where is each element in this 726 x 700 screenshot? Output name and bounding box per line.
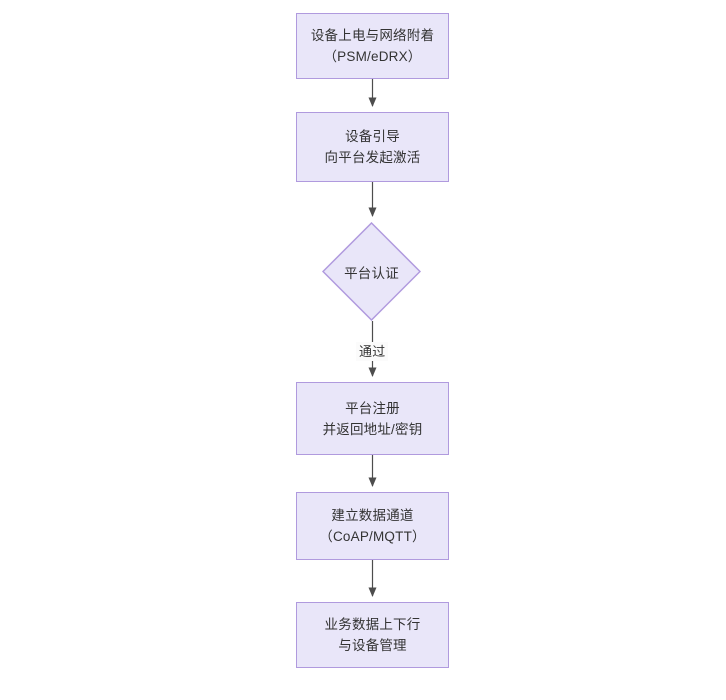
node-device-bootstrap[interactable]: 设备引导 向平台发起激活 [296, 112, 449, 182]
node-business-data-and-device-management[interactable]: 业务数据上下行 与设备管理 [296, 602, 449, 668]
node-platform-auth-decision[interactable]: 平台认证 [322, 222, 421, 321]
edge-label-pass: 通过 [356, 342, 389, 361]
diamond-shape [322, 222, 421, 321]
node-platform-auth-label: 平台认证 [344, 265, 399, 281]
node-establish-data-channel[interactable]: 建立数据通道 （CoAP/MQTT） [296, 492, 449, 560]
node-device-power-on[interactable]: 设备上电与网络附着 （PSM/eDRX） [296, 13, 449, 79]
node-platform-register[interactable]: 平台注册 并返回地址/密钥 [296, 382, 449, 455]
